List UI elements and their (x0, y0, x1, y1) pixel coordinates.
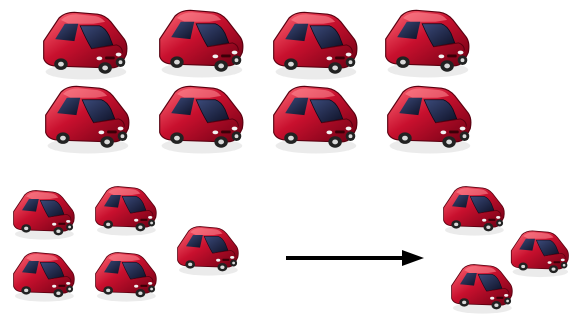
car-icon (172, 220, 242, 278)
car-icon (266, 4, 362, 82)
car-icon (380, 78, 476, 156)
right-arrow-icon (286, 246, 426, 270)
car-icon (152, 78, 248, 156)
car-icon (266, 78, 362, 156)
car-icon (36, 4, 132, 82)
car-icon (38, 78, 134, 156)
car-icon (446, 258, 516, 316)
car-icon (90, 246, 160, 304)
car-icon (438, 180, 508, 238)
car-icon (90, 180, 160, 238)
car-icon (378, 2, 474, 80)
car-icon (8, 184, 78, 242)
car-icon (152, 2, 248, 80)
car-icon (8, 246, 78, 304)
